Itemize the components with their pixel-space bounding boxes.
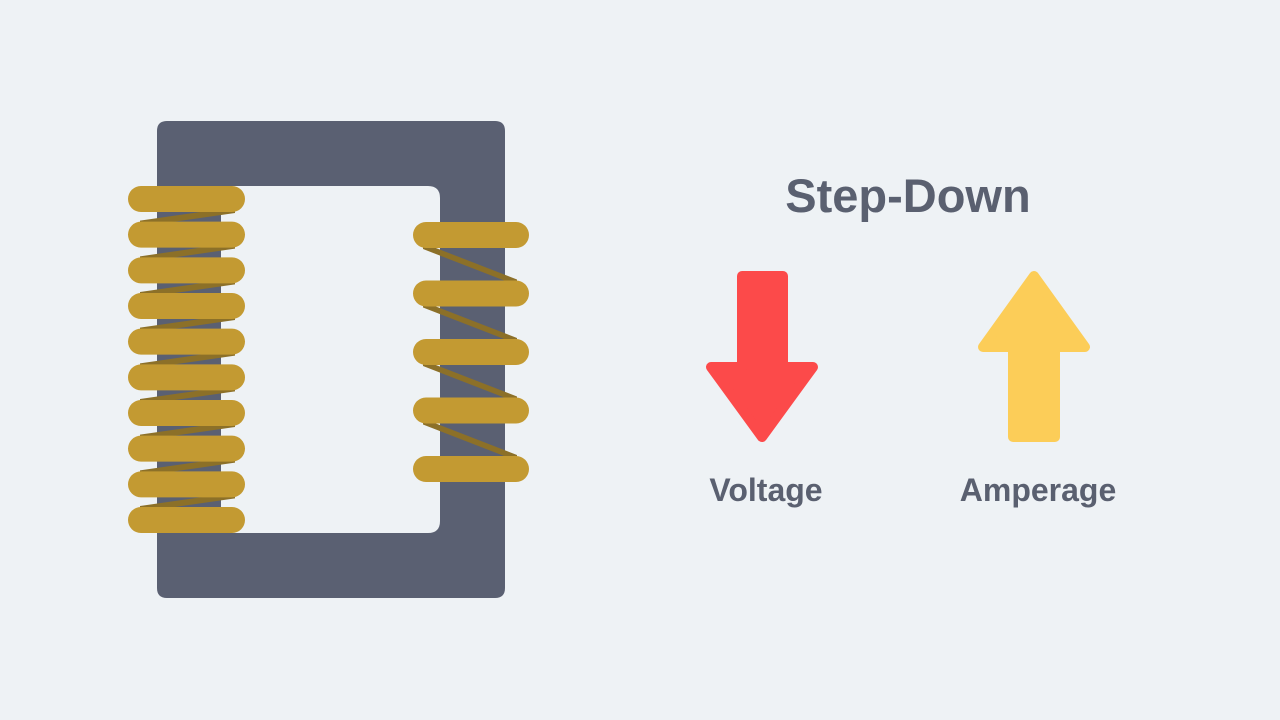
secondary-coil-turn: [413, 280, 529, 307]
secondary-coil-turn: [413, 222, 529, 248]
primary-coil-turn: [128, 400, 245, 426]
primary-coil-turn: [128, 221, 245, 248]
primary-coil-turn: [128, 186, 245, 212]
transformer-core: [157, 121, 505, 598]
coil-windings: [128, 186, 529, 533]
secondary-coil-back-wrap: [423, 301, 517, 344]
secondary-coil-back-wrap: [423, 360, 517, 403]
primary-coil-turn: [128, 507, 245, 533]
primary-coil-turn: [128, 364, 245, 391]
amperage-label: Amperage: [959, 472, 1117, 508]
diagram-title: Step-Down: [785, 169, 1031, 222]
primary-coil-turn: [128, 293, 245, 319]
secondary-coil-turn: [413, 339, 529, 365]
secondary-coil-back-wrap: [423, 243, 517, 286]
amperage-up-arrow: [978, 271, 1090, 442]
primary-coil-turn: [128, 471, 245, 498]
secondary-coil-turn: [413, 456, 529, 482]
secondary-coil-back-wrap: [423, 418, 517, 461]
voltage-down-arrow: [706, 271, 818, 442]
secondary-coil-turn: [413, 397, 529, 424]
voltage-label: Voltage: [709, 472, 823, 508]
primary-coil-turn: [128, 328, 245, 355]
primary-coil-turn: [128, 257, 245, 284]
primary-coil-turn: [128, 435, 245, 462]
